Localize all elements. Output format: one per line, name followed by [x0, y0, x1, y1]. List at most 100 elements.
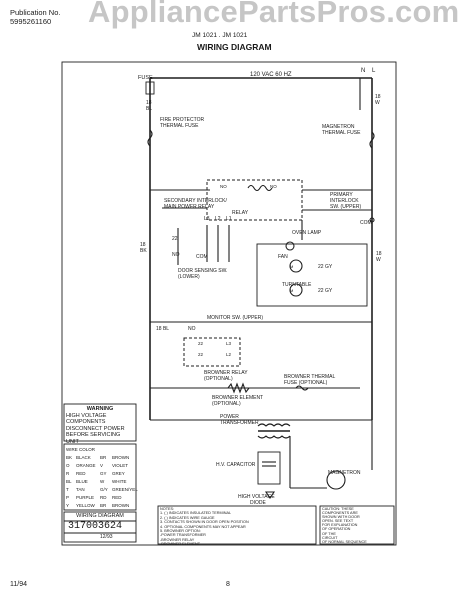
warning-box	[63, 403, 137, 442]
turntable-motor	[289, 283, 303, 297]
notes-block: NOTES: 1. ( ) INDICATES INSULATED TERMIN…	[160, 507, 312, 547]
transformer-primary	[257, 423, 291, 427]
magnetron-symbol	[326, 470, 346, 490]
legend-cell: BROWN	[112, 503, 130, 508]
magnetron-label: MAGNETRON	[328, 470, 361, 476]
legend-cell: BLACK	[76, 455, 91, 460]
svg-text:L2: L2	[215, 216, 221, 222]
note-line: 1. ( ) INDICATES INSULATED TERMINAL	[160, 511, 232, 516]
svg-text:COM: COM	[196, 254, 208, 260]
relay-coil	[247, 184, 273, 192]
svg-text:M: M	[290, 288, 293, 293]
warning-heading: WARNING	[86, 406, 114, 412]
legend-cell: GREY	[112, 471, 125, 476]
fire-protector-fuse	[147, 129, 153, 147]
title-block-date: 12/93	[100, 534, 113, 540]
browner-element-label: BROWNER ELEMENT(OPTIONAL)	[212, 395, 263, 407]
legend-cell: WHITE	[112, 479, 127, 484]
note-line: -BROWNER RELAY	[160, 537, 195, 542]
note-line: 3. CONTACTS SHOWN IN DOOR OPEN POSITION	[160, 520, 249, 525]
svg-text:NO: NO	[220, 184, 227, 189]
legend-cell: BROWN	[112, 455, 130, 460]
warning-line-1: HIGH VOLTAGE COMPONENTS	[66, 412, 107, 426]
magnetron-thermal-fuse	[369, 131, 375, 149]
svg-text:W: W	[376, 257, 381, 263]
svg-text:L3: L3	[204, 216, 210, 222]
legend-row: BL BLUE W WHITE	[66, 478, 134, 486]
legend-cell: V	[100, 463, 104, 468]
caution-line: OPEN. SEE TEXT	[322, 519, 354, 524]
svg-text:22: 22	[198, 352, 204, 357]
caution-line: FOR EXPLANATION	[322, 523, 358, 528]
oven-lamp-label: OVEN LAMP	[292, 230, 322, 236]
svg-text:NO: NO	[270, 184, 277, 189]
hv-diode	[264, 491, 276, 499]
fuse-symbol	[145, 81, 155, 95]
legend-cell: VIOLET	[112, 463, 129, 468]
n-terminal: N	[361, 68, 365, 74]
watermark: AppliancePartsPros.com	[88, 0, 458, 29]
hv-capacitor	[257, 451, 281, 485]
legend-row: Y YELLOW BR BROWN	[66, 502, 134, 510]
door-sensing-label: DOOR SENSING SW.(LOWER)	[178, 268, 227, 280]
title-block-title: WIRING DIAGRAM	[76, 513, 124, 519]
legend-cell: W	[100, 479, 105, 484]
svg-text:18: 18	[375, 94, 381, 100]
svg-text:TURNTABLE: TURNTABLE	[282, 282, 312, 288]
transformer-secondary	[257, 435, 291, 439]
legend-cell: BR	[100, 503, 107, 508]
legend-cell: RD	[100, 495, 107, 500]
publication-label: Publication No.	[10, 8, 61, 17]
legend-cell: P	[66, 495, 70, 500]
legend-cell: BL	[66, 479, 72, 484]
browner-relay-box	[183, 337, 241, 367]
svg-text:NO: NO	[188, 326, 196, 332]
warning-block: WARNING HIGH VOLTAGE COMPONENTS DISCONNE…	[66, 406, 134, 445]
svg-text:W: W	[375, 100, 380, 106]
oven-lamp	[285, 241, 295, 251]
svg-text:22: 22	[172, 236, 178, 242]
legend-cell: Y	[66, 503, 70, 508]
secondary-interlock-label: SECONDARY INTERLOCK/MAIN POWER RELAY	[164, 198, 227, 210]
part-number: 317003624	[68, 521, 123, 532]
wire-color-heading: WIRE COLOR	[66, 447, 96, 452]
title-block-box	[63, 511, 137, 543]
svg-text:NO: NO	[172, 252, 180, 258]
legend-cell: ORANGE	[76, 463, 96, 468]
fan-motor	[289, 259, 303, 273]
svg-text:L3: L3	[226, 341, 232, 346]
legend-cell: R	[66, 471, 70, 476]
relay-label: RELAY	[232, 210, 249, 216]
legend-cell: BLUE	[76, 479, 88, 484]
caution-line: OF THE	[322, 531, 336, 536]
legend-cell: RED	[76, 471, 86, 476]
svg-text:18: 18	[376, 251, 382, 257]
fuse-label: FUSE	[138, 75, 153, 81]
svg-text:BL: BL	[146, 106, 152, 112]
warning-line-2: DISCONNECT POWER	[66, 425, 125, 432]
note-line: -POWER TRANSFORMER	[160, 533, 206, 538]
supply-label: 120 VAC 60 HZ	[250, 72, 292, 78]
svg-text:L1: L1	[226, 216, 232, 222]
legend-cell: GREEN/YEL	[112, 487, 138, 492]
diagram-title: WIRING DIAGRAM	[197, 42, 272, 52]
note-line: 5. BROWNER OPTION:	[160, 529, 201, 534]
svg-text:BK: BK	[140, 248, 147, 254]
monitor-switch-label: MONITOR SW. (UPPER)	[207, 315, 263, 321]
note-line: -BROWNER ELEMENT	[160, 542, 201, 547]
browner-relay-label: BROWNER RELAY(OPTIONAL)	[204, 370, 248, 382]
footer-date: 11/94	[10, 581, 27, 588]
motor-branch-box	[256, 243, 368, 307]
legend-cell: YELLOW	[76, 503, 95, 508]
